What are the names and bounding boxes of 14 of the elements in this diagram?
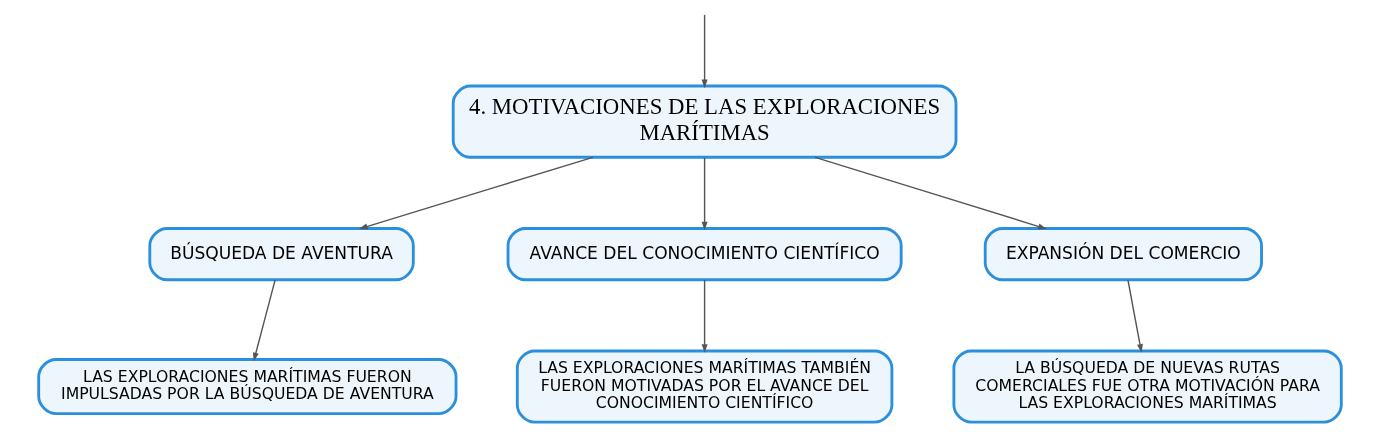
arrow: [252, 279, 276, 362]
node-box: EXPANSIÓN DEL COMERCIO: [983, 227, 1263, 282]
node-box: LAS EXPLORACIONES MARÍTIMAS FUERON IMPULSADAS POR LA BÚSQUEDA DE AVENTURA: [36, 358, 457, 416]
arrow: [701, 14, 708, 89]
node-box: BÚSQUEDA DE AVENTURA: [147, 227, 415, 282]
node-box: LAS EXPLORACIONES MARÍTIMAS TAMBIÉN FUERON MOTIVADAS POR EL AVANCE DEL CONOCIMIENTO CIENTÍFICO: [515, 349, 893, 424]
arrow: [813, 156, 1047, 230]
arrow: [701, 157, 708, 231]
node-box: LA BÚSQUEDA DE NUEVAS RUTAS COMERCIALES FUE OTRA MOTIVACIÓN PARA LAS EXPLORACIONES MARÍTIMAS: [951, 349, 1343, 424]
node-box: AVANCE DEL CONOCIMIENTO CIENTÍFICO: [506, 227, 903, 282]
arrow: [1126, 279, 1143, 353]
arrow: [358, 156, 594, 230]
arrow: [701, 279, 708, 353]
node-box: 4. MOTIVACIONES DE LAS EXPLORACIONES MARÍTIMAS: [451, 84, 957, 159]
